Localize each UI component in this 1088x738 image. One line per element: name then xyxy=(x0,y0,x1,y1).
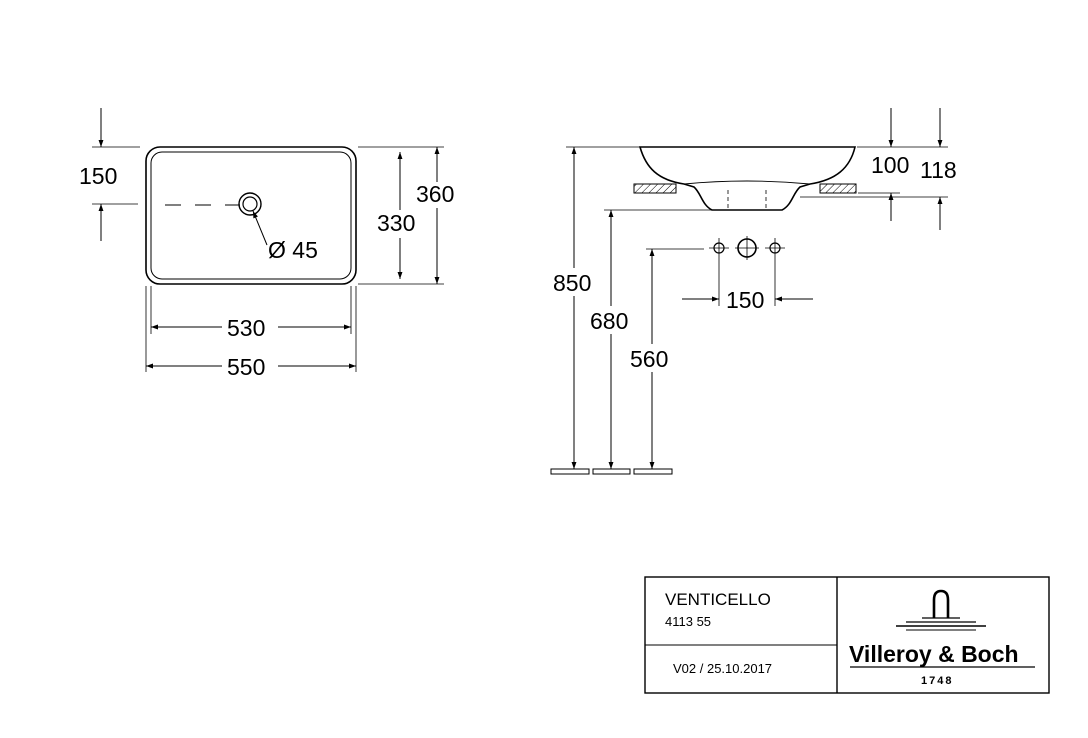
tap-hole-leader xyxy=(252,210,268,246)
brand-arch-icon xyxy=(932,589,950,618)
countertop-left xyxy=(633,183,677,194)
top-view: Ø 45 150 330 360 530 550 xyxy=(79,108,454,380)
floor-plate-1 xyxy=(550,468,590,475)
dim-330-label: 330 xyxy=(377,210,415,236)
floor-plate-3 xyxy=(633,468,673,475)
dim-118-label: 118 xyxy=(920,157,957,183)
basin-outer-outline xyxy=(145,146,357,285)
side-view: 100 118 850 680 560 xyxy=(550,108,957,475)
dim-100-label: 100 xyxy=(871,152,909,178)
dim-150b-label: 150 xyxy=(726,287,764,313)
tap-hole-label: Ø 45 xyxy=(268,237,318,263)
article-number: 4113 55 xyxy=(665,614,711,629)
version-date: V02 / 25.10.2017 xyxy=(673,661,772,676)
product-name: VENTICELLO xyxy=(665,590,771,609)
dim-150-label: 150 xyxy=(79,163,117,189)
countertop-right xyxy=(819,183,857,194)
tap-hole-outer xyxy=(238,192,262,216)
title-block-frame xyxy=(644,576,1050,694)
brand-year: 1748 xyxy=(921,675,953,687)
dim-680-label: 680 xyxy=(590,308,628,334)
dim-530-label: 530 xyxy=(227,315,265,341)
dim-360-label: 360 xyxy=(416,181,454,207)
basin-profile xyxy=(638,146,857,211)
dim-850-label: 850 xyxy=(553,270,591,296)
basin-inner-profile xyxy=(683,180,811,185)
brand-logo: Villeroy & Boch 1748 xyxy=(849,589,1035,687)
brand-name: Villeroy & Boch xyxy=(849,641,1019,667)
floor-plate-2 xyxy=(592,468,631,475)
dim-560-label: 560 xyxy=(630,346,668,372)
title-block: VENTICELLO 4113 55 V02 / 25.10.2017 Vill… xyxy=(644,576,1050,694)
basin-inner-outline xyxy=(150,151,352,280)
dim-550-label: 550 xyxy=(227,354,265,380)
tap-hole-inner xyxy=(242,196,258,212)
